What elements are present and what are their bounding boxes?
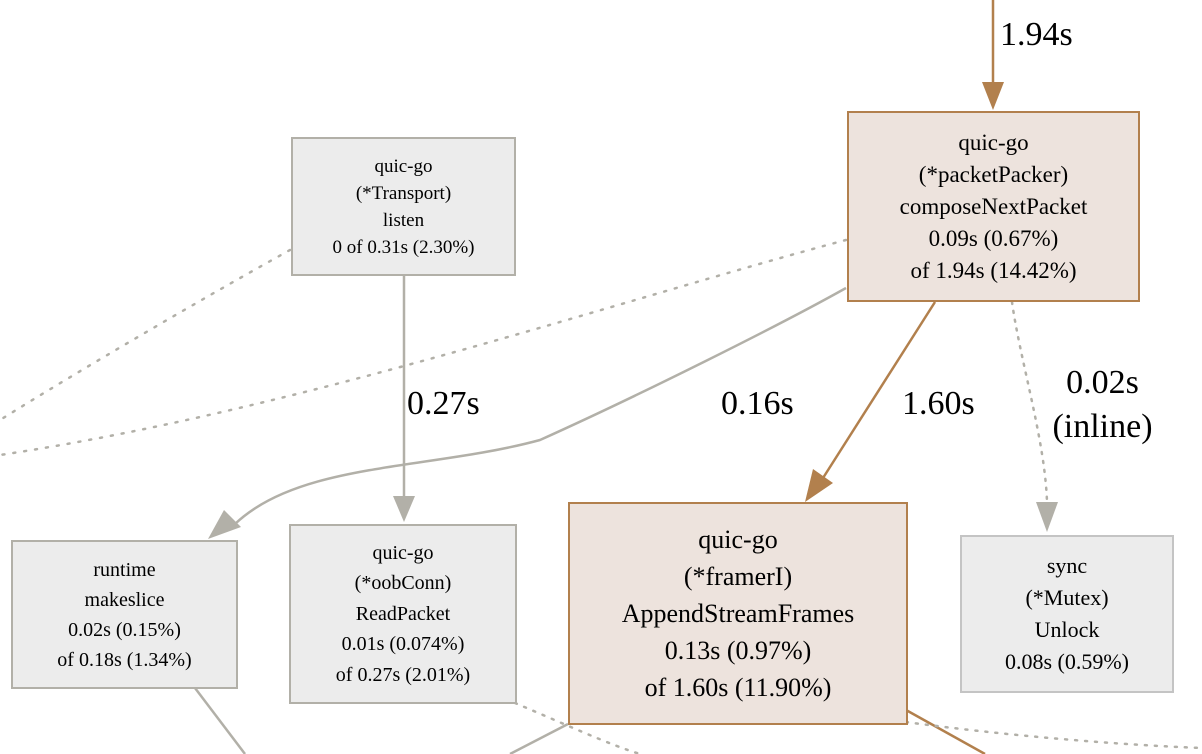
node-transport-listen-line: listen	[382, 209, 425, 231]
node-append-line: AppendStreamFrames	[621, 599, 855, 628]
edge-label-listen-readpacket: 0.27s	[407, 385, 480, 422]
node-compose-line: 0.09s (0.67%)	[928, 225, 1059, 251]
node-unlock-line: sync	[1046, 553, 1088, 578]
node-compose-next-packet[interactable]: quic-go (*packetPacker) composeNextPacke…	[847, 111, 1140, 302]
node-compose-line: of 1.94s (14.42%)	[910, 257, 1077, 283]
node-readpacket-line: ReadPacket	[355, 602, 451, 625]
node-makeslice-line: runtime	[93, 558, 156, 581]
edge-append-right-down	[905, 708, 986, 754]
arrowhead-incoming-compose	[982, 82, 1004, 110]
node-compose-line: (*packetPacker)	[918, 161, 1069, 187]
edge-makeslice-down	[194, 687, 246, 754]
edge-append-left-down	[509, 722, 569, 754]
edge-label-compose-append: 1.60s	[902, 385, 975, 422]
node-unlock-line: (*Mutex)	[1025, 585, 1109, 610]
edge-label-compose-unlock-inline: (inline)	[1052, 408, 1153, 445]
node-readpacket-line: of 0.27s (2.01%)	[335, 663, 471, 686]
node-runtime-makeslice[interactable]: runtime makeslice 0.02s (0.15%) of 0.18s…	[11, 540, 238, 689]
node-append-line: (*framerI)	[683, 562, 793, 591]
node-readpacket-line: 0.01s (0.074%)	[341, 633, 465, 656]
arrowhead-listen-readpacket	[393, 496, 415, 522]
node-makeslice-line: of 0.18s (1.34%)	[57, 648, 192, 671]
node-append-stream-frames[interactable]: quic-go (*framerI) AppendStreamFrames 0.…	[568, 502, 908, 725]
node-compose-line: composeNextPacket	[899, 193, 1088, 219]
edge-label-incoming-compose: 1.94s	[1000, 16, 1073, 53]
node-transport-listen[interactable]: quic-go (*Transport) listen 0 of 0.31s (…	[291, 137, 516, 276]
node-append-line: quic-go	[698, 525, 778, 554]
node-readpacket-line: quic-go	[372, 541, 434, 564]
node-oobconn-readpacket[interactable]: quic-go (*oobConn) ReadPacket 0.01s (0.0…	[289, 524, 517, 704]
edge-label-compose-unlock-time: 0.02s	[1066, 364, 1139, 401]
arrowhead-compose-makeslice	[208, 510, 241, 539]
edge-label-compose-makeslice: 0.16s	[721, 385, 794, 422]
node-transport-listen-line: (*Transport)	[355, 182, 452, 204]
node-append-line: of 1.60s (11.90%)	[644, 673, 832, 702]
node-makeslice-line: 0.02s (0.15%)	[68, 618, 181, 641]
node-readpacket-line: (*oobConn)	[354, 572, 452, 595]
node-transport-listen-line: quic-go	[374, 155, 433, 177]
node-append-line: 0.13s (0.97%)	[664, 636, 812, 665]
node-unlock-line: Unlock	[1034, 617, 1100, 642]
edge-compose-unlock	[1010, 300, 1049, 504]
edge-compose-makeslice	[234, 286, 847, 525]
node-compose-line: quic-go	[958, 129, 1029, 155]
node-transport-listen-line: 0 of 0.31s (2.30%)	[332, 236, 475, 258]
arrowhead-compose-unlock	[1036, 502, 1058, 532]
node-mutex-unlock[interactable]: sync (*Mutex) Unlock 0.08s (0.59%)	[960, 535, 1174, 693]
edge-label-compose-unlock: 0.02s (inline)	[1040, 361, 1165, 449]
edge-listen-offscreen	[0, 248, 292, 422]
node-unlock-line: 0.08s (0.59%)	[1004, 649, 1130, 674]
arrowhead-compose-append	[805, 469, 833, 502]
node-makeslice-line: makeslice	[84, 588, 165, 611]
edge-compose-append	[821, 301, 937, 479]
